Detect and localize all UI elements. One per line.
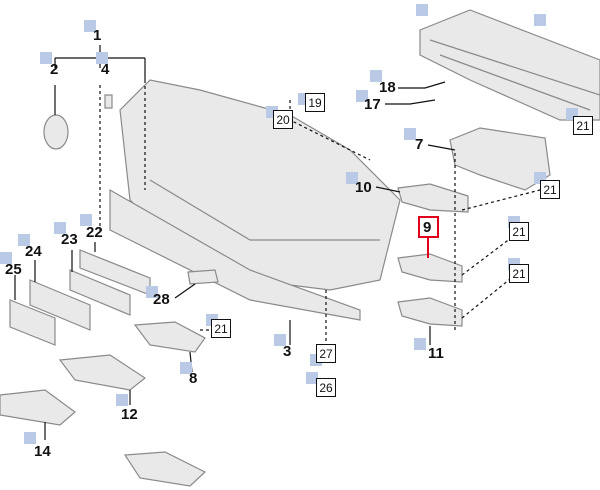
- marker: [306, 372, 318, 384]
- marker: [96, 52, 108, 64]
- part-label-14: 14: [34, 443, 51, 460]
- ref-box-20: 20: [273, 110, 293, 129]
- part-label-8: 8: [189, 370, 198, 387]
- part-label-1: 1: [93, 27, 102, 44]
- part-label-17: 17: [364, 96, 381, 113]
- marker: [84, 20, 96, 32]
- part-label-25: 25: [5, 261, 22, 278]
- marker: [416, 4, 428, 16]
- part-label-7: 7: [415, 136, 424, 153]
- ref-box-21: 21: [509, 264, 529, 283]
- spoiler-lip-part: [109, 188, 361, 321]
- ref-box-21: 21: [540, 180, 560, 199]
- marker: [40, 52, 52, 64]
- marker: [18, 234, 30, 246]
- air-guide-part-11: [397, 297, 463, 327]
- badge-part-28: [187, 269, 219, 285]
- part-label-12: 12: [121, 406, 138, 423]
- clip-part-4: [104, 94, 113, 109]
- part-label-4: 4: [101, 61, 110, 78]
- part-label-28: 28: [153, 291, 170, 308]
- part-label-3: 3: [283, 343, 292, 360]
- part-label-2: 2: [50, 61, 59, 78]
- highlight-box: [418, 216, 439, 238]
- marker: [534, 14, 546, 26]
- grille-part-12: [58, 354, 147, 391]
- part-label-10: 10: [355, 179, 372, 196]
- marker: [0, 252, 12, 264]
- grille-part-8: [133, 321, 206, 353]
- marker: [346, 172, 358, 184]
- marker: [180, 362, 192, 374]
- part-label-9: 9: [423, 219, 432, 236]
- marker: [116, 394, 128, 406]
- ref-box-21: 21: [509, 222, 529, 241]
- marker: [274, 334, 286, 346]
- part-label-24: 24: [25, 243, 42, 260]
- marker: [24, 432, 36, 444]
- ref-box-27: 27: [316, 344, 336, 363]
- ref-box-19: 19: [305, 93, 325, 112]
- part-label-23: 23: [61, 231, 78, 248]
- ref-box-21: 21: [573, 116, 593, 135]
- grille-part-14: [0, 389, 76, 426]
- marker: [80, 214, 92, 226]
- air-guide-part-9: [397, 253, 463, 283]
- part-label-22: 22: [86, 224, 103, 241]
- ref-box-21: 21: [211, 319, 231, 338]
- marker: [356, 90, 368, 102]
- marker: [370, 70, 382, 82]
- part-label-18: 18: [379, 79, 396, 96]
- plate-part-23: [69, 269, 131, 316]
- ref-box-26: 26: [316, 378, 336, 397]
- marker: [54, 222, 66, 234]
- plate-part-25: [9, 299, 56, 346]
- marker: [146, 286, 158, 298]
- marker: [404, 128, 416, 140]
- grille-part-10: [397, 183, 469, 213]
- part-label-11: 11: [428, 345, 444, 362]
- grille-part-bottom: [123, 451, 207, 487]
- plate-part-24: [29, 279, 91, 331]
- tow-cap-part: [43, 114, 69, 150]
- marker: [414, 338, 426, 350]
